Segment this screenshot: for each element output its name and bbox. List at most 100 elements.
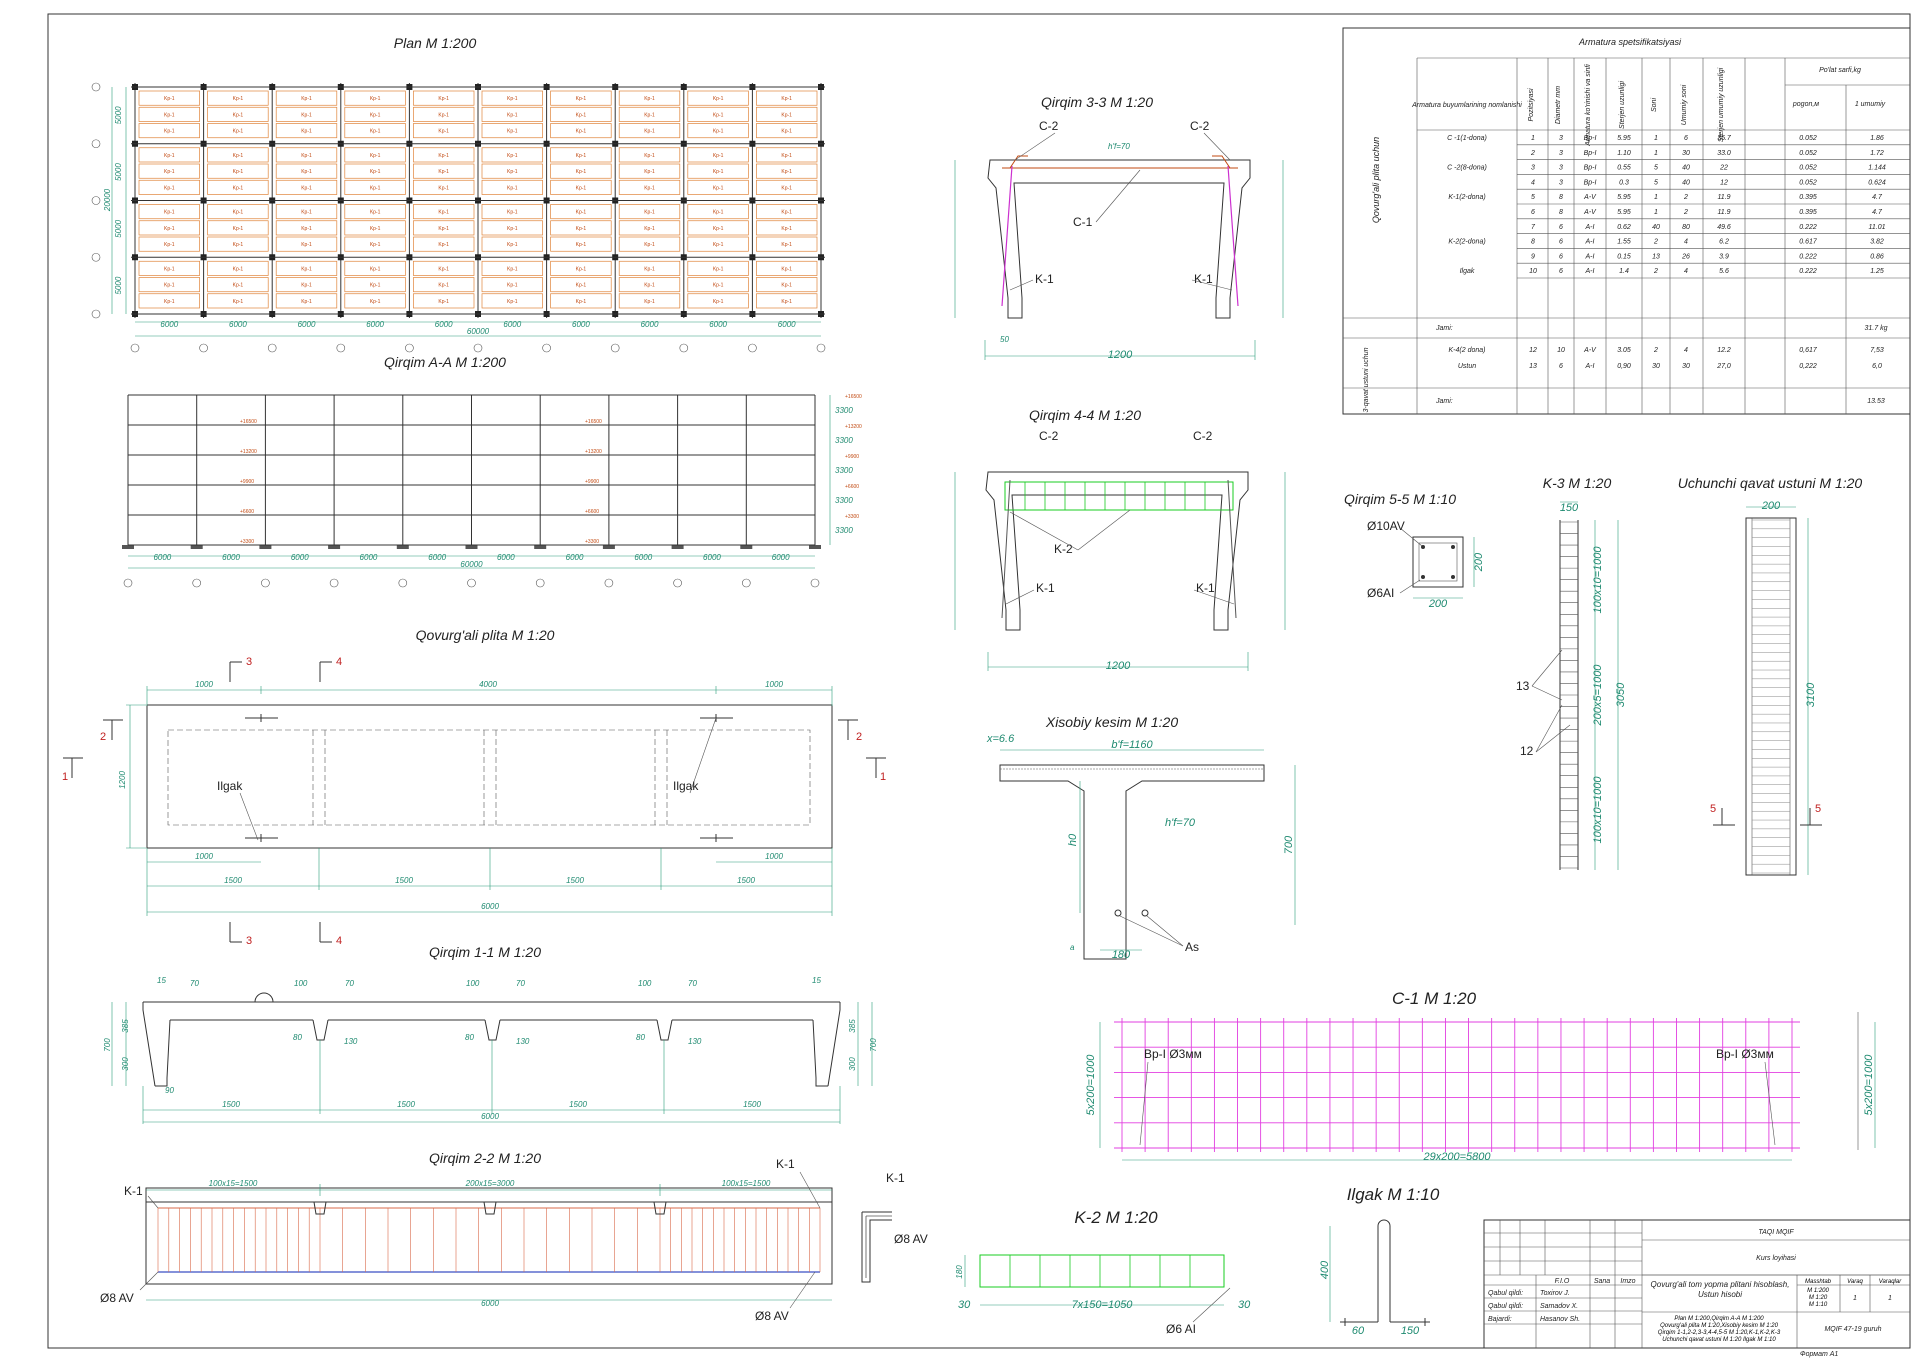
spec-cell-tot: 40 — [1682, 179, 1690, 186]
plan-panel — [618, 106, 681, 122]
plan-panel-label: Kp-1 — [644, 185, 655, 191]
plan-panel — [138, 163, 200, 179]
plan-panel — [687, 106, 749, 122]
plan-panel-label: Kp-1 — [370, 242, 381, 248]
s11-dim-70-b: 70 — [345, 979, 354, 988]
plan-panel — [481, 277, 543, 293]
plan-panel-label: Kp-1 — [781, 266, 792, 272]
aa-axis-bubble — [398, 578, 408, 588]
aa-elevation-right: +3300 — [845, 514, 859, 520]
stamp-sheet-label: Varaq — [1847, 1279, 1863, 1285]
plan-panel — [618, 277, 681, 293]
aa-axis-bubble — [261, 578, 270, 588]
s11-dim-15-left: 15 — [157, 976, 166, 985]
plan-panel-label: Kp-1 — [507, 242, 518, 248]
spec-total1-label: Jami: — [1435, 325, 1453, 332]
plan-panel-label: Kp-1 — [233, 96, 244, 102]
spec-cell-pm: 0.395 — [1799, 194, 1817, 201]
s33-c1: C-1 — [1073, 215, 1093, 229]
plan-row-dim: 5000 — [114, 219, 123, 237]
spec-cell-len: 5.95 — [1617, 135, 1631, 142]
plan-total-dim: 60000 — [467, 327, 490, 336]
plan-panel-label: Kp-1 — [301, 242, 312, 248]
spec-cell-pos: 1 — [1531, 135, 1535, 142]
plan-panel-label: Kp-1 — [233, 210, 244, 216]
k3-zone-a: 100x10=1000 — [1592, 546, 1604, 614]
aa-axis-bubble — [673, 578, 682, 588]
cut-2-right: 2 — [856, 731, 862, 743]
aa-elevation-mid-right: +13200 — [585, 449, 602, 455]
aa-footing — [122, 545, 134, 549]
plan-panel — [138, 293, 200, 309]
stamp-group: MQIF 47-19 guruh — [1824, 1326, 1881, 1333]
plan-panel-label: Kp-1 — [164, 129, 175, 135]
k3-pos-12: 12 — [1520, 744, 1534, 758]
spec-cell-pos: 8 — [1531, 239, 1535, 246]
c1-bar-label-left: Bp-I Ø3мм — [1144, 1047, 1202, 1061]
s22-rebar-left: Ø8 AV — [100, 1291, 134, 1305]
plan-panel — [138, 123, 200, 139]
stamp-scale-2: M 1:20 — [1809, 1295, 1828, 1301]
plan-panel — [550, 123, 612, 139]
plan-panel — [275, 204, 338, 220]
plan-panel-label: Kp-1 — [781, 299, 792, 305]
s11-dim-100-b: 100 — [466, 979, 480, 988]
s33-width: 1200 — [1108, 349, 1133, 361]
plan-panel-label: Kp-1 — [438, 129, 449, 135]
spec2-cell-qty: 30 — [1652, 363, 1660, 370]
spec-cell-tl: 11.9 — [1717, 209, 1730, 216]
plan-panel-label: Kp-1 — [576, 299, 587, 305]
spec-cell-pm: 0.052 — [1799, 179, 1817, 186]
plan-panel-label: Kp-1 — [576, 226, 587, 232]
plan-panel — [344, 163, 406, 179]
spec-cell-all: 4.7 — [1872, 209, 1883, 216]
s11-dim-70-a: 70 — [190, 979, 199, 988]
spec-group-slab: Qovurg'ali plita uchun — [1371, 137, 1381, 223]
spec-cell-dia: 8 — [1559, 209, 1563, 216]
calc-b: 180 — [1112, 949, 1131, 961]
plan-panel-label: Kp-1 — [370, 283, 381, 289]
plan-panel — [275, 123, 338, 139]
plan-panel-label: Kp-1 — [233, 283, 244, 289]
aa-storey-height: 3300 — [835, 496, 853, 505]
s44-c2-left: C-2 — [1039, 429, 1059, 443]
slab-dim-1000-left: 1000 — [195, 680, 213, 689]
spec-cell-grade: Bp-I — [1584, 135, 1597, 142]
section-11-drawing: 1500 1500 1500 1500 6000 700 385 300 700… — [103, 976, 878, 1124]
spec-cell-qty: 2 — [1653, 268, 1658, 275]
stamp-r1-name: Toxirov J. — [1540, 1290, 1570, 1297]
s11-dim-1500-b: 1500 — [397, 1100, 415, 1109]
plan-panel — [138, 90, 200, 106]
spec2-cell-dia: 6 — [1559, 363, 1563, 370]
plan-panel — [344, 204, 406, 220]
stamp-scale-3: M 1:10 — [1809, 1302, 1828, 1308]
s11-dim-100-c: 100 — [638, 979, 652, 988]
spec-cell-grade: Bp-I — [1584, 165, 1597, 172]
plan-panel — [138, 147, 200, 163]
plan-panel-label: Kp-1 — [713, 299, 724, 305]
plan-panel-label: Kp-1 — [164, 210, 175, 216]
plan-panel — [413, 106, 475, 122]
k3-pos-13: 13 — [1516, 679, 1530, 693]
plan-panel-label: Kp-1 — [438, 112, 449, 118]
s11-dim-1500-c: 1500 — [569, 1100, 587, 1109]
k2-end-right: 30 — [1238, 1299, 1251, 1311]
plan-panel — [687, 147, 749, 163]
aa-elevation-right: +6600 — [845, 484, 859, 490]
plan-panel — [138, 260, 200, 276]
s11-dim-300-right: 300 — [848, 1057, 857, 1071]
section-22-drawing: 100x15=1500 200x15=3000 100x15=1500 6000… — [100, 1157, 928, 1323]
plan-panel — [413, 293, 475, 309]
spec-cell-pos: 5 — [1531, 194, 1535, 201]
spec-cell-pos: 3 — [1531, 165, 1535, 172]
spec-cell-len: 0.62 — [1617, 224, 1631, 231]
s22-rib — [313, 1201, 327, 1215]
spec2-cell-pos: 12 — [1529, 347, 1537, 354]
spec-h-pm: pogon,м — [1792, 101, 1819, 108]
stamp-sheets-no: 1 — [1888, 1295, 1892, 1302]
s33-hf: h'f=70 — [1108, 142, 1130, 151]
sheet-format: Формат А1 — [1800, 1351, 1838, 1358]
plan-panel-label: Kp-1 — [370, 185, 381, 191]
spec2-cell-pos: 13 — [1529, 363, 1537, 370]
s22-rib — [483, 1201, 497, 1215]
